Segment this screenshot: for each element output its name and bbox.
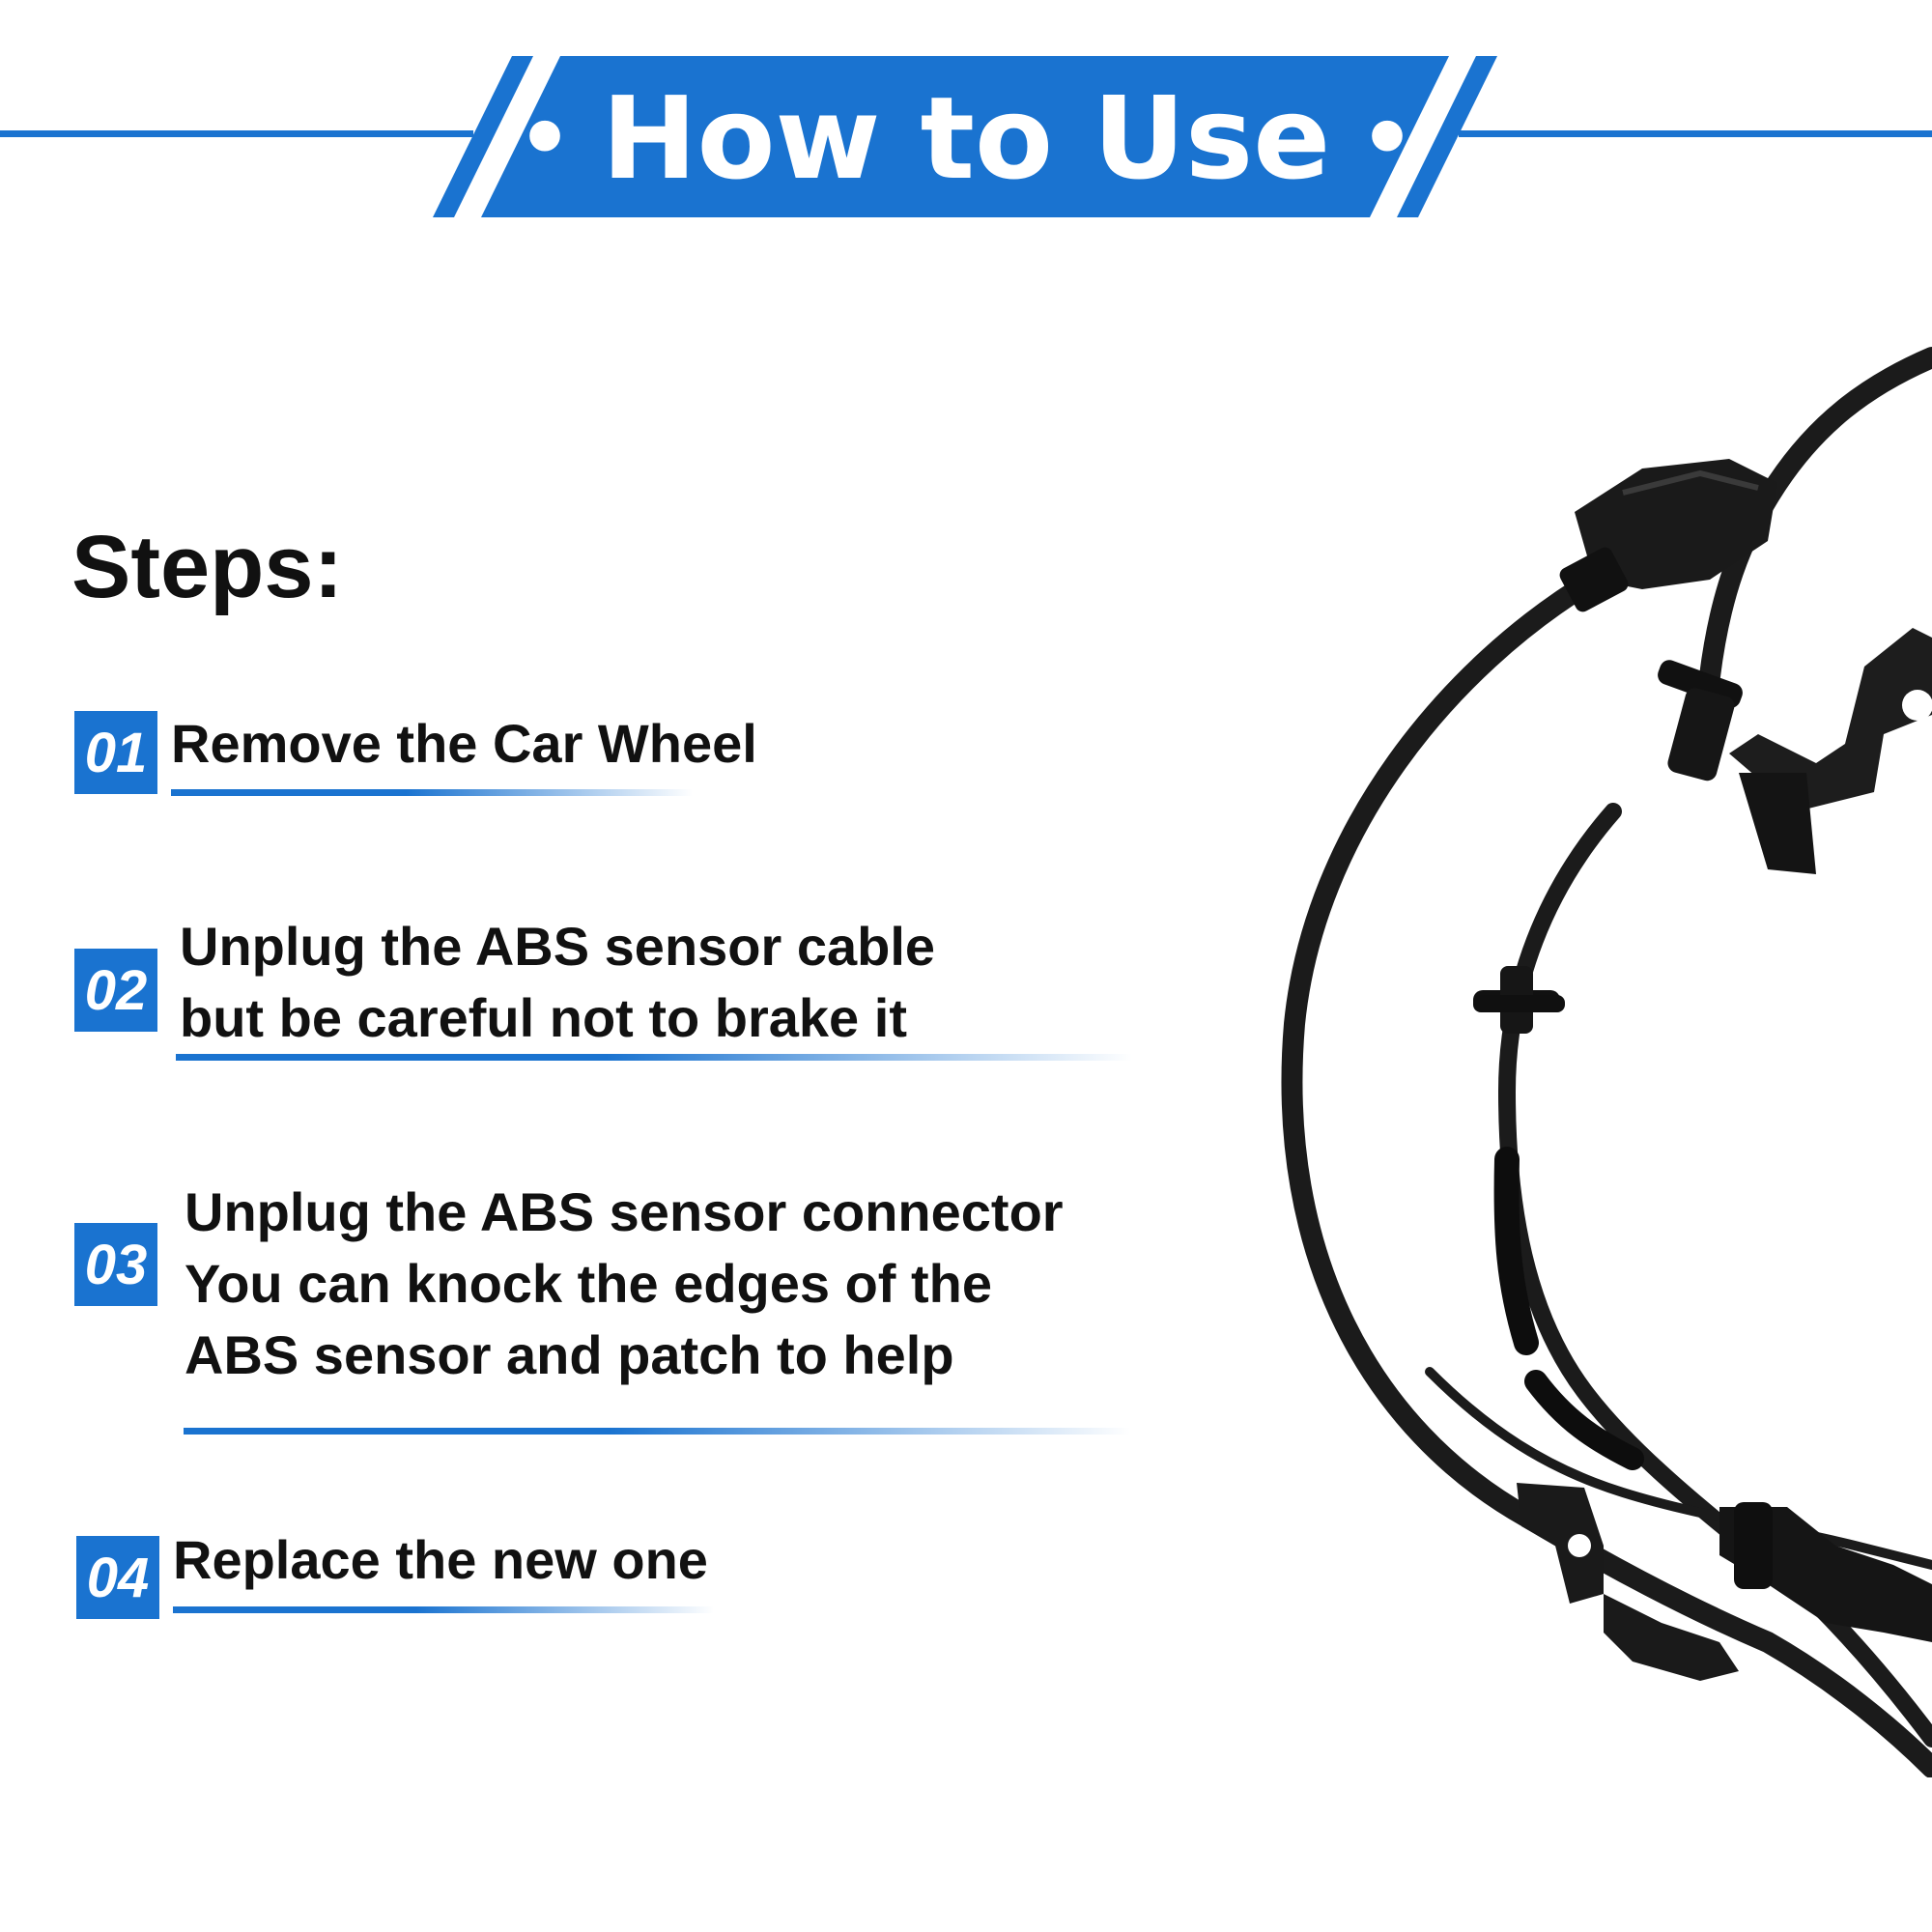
banner-parallelogram (481, 56, 1449, 217)
step-text: Remove the Car Wheel (171, 708, 757, 780)
cable-sleeve (1493, 1147, 1539, 1355)
step-number-badge: 01 (74, 711, 157, 794)
cable-clip (1473, 995, 1565, 1012)
banner-stripe-left (433, 56, 533, 217)
step-text: Replace the new one (173, 1524, 708, 1596)
step-number-badge: 04 (76, 1536, 159, 1619)
cable-thin-section (1425, 1367, 1932, 1570)
sensor-head (1719, 1502, 1932, 1642)
step-underline (184, 1428, 1130, 1435)
step-text-line: Replace the new one (173, 1529, 708, 1590)
step-underline (171, 789, 693, 796)
cable-sleeve (1524, 1370, 1644, 1470)
abs-sensor-cable-image (1281, 347, 1932, 1777)
step-underline (176, 1054, 1132, 1061)
step-text-line: You can knock the edges of the (185, 1253, 993, 1314)
banner-title: • How to Use • (483, 56, 1449, 220)
step-number-badge: 03 (74, 1223, 157, 1306)
how-to-use-banner (0, 56, 1932, 217)
banner-stripe-right (1397, 56, 1497, 217)
banner-dot-right: • (1359, 87, 1415, 189)
banner-dot-left: • (517, 87, 573, 189)
step-number-badge: 02 (74, 949, 157, 1032)
step-text-line: but be careful not to brake it (180, 987, 907, 1048)
steps-heading: Steps: (71, 518, 344, 616)
step-underline (173, 1606, 714, 1613)
step-text-line: Unplug the ABS sensor connector (185, 1181, 1064, 1242)
mounting-bracket (1729, 628, 1932, 874)
step-text-line: Remove the Car Wheel (171, 713, 757, 774)
step-text-line: ABS sensor and patch to help (185, 1324, 954, 1385)
cable-outer-loop (1281, 569, 1932, 1777)
cable-grommet (1658, 660, 1743, 781)
step-text: Unplug the ABS sensor connector You can … (185, 1177, 1064, 1391)
banner-line-left (0, 130, 473, 137)
connector-plug (1559, 459, 1777, 612)
step-text: Unplug the ABS sensor cable but be caref… (180, 911, 935, 1054)
banner-title-text: How to Use (601, 71, 1331, 205)
sensor-bracket (1517, 1483, 1739, 1681)
banner-line-right (1459, 130, 1932, 137)
step-text-line: Unplug the ABS sensor cable (180, 916, 936, 977)
